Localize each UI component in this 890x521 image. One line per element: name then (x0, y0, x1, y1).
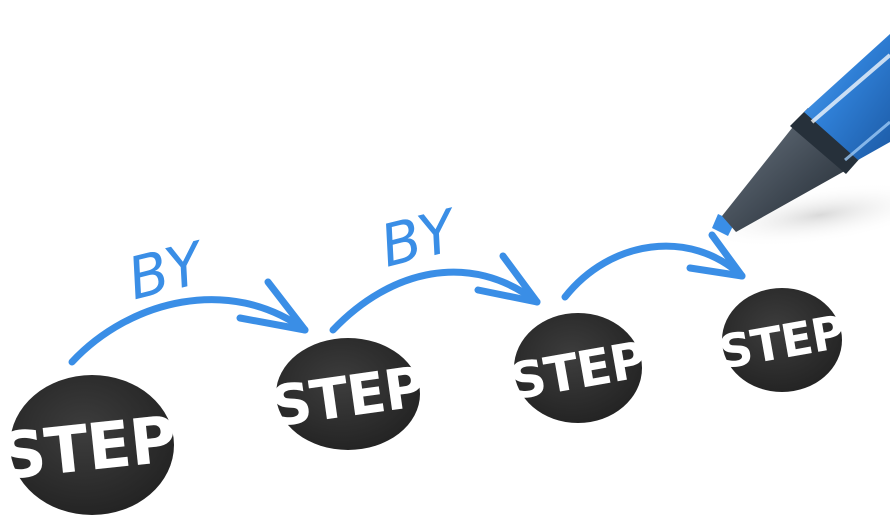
by-label-2: BY (374, 196, 467, 281)
step-disc-2: STEP (267, 338, 429, 450)
arrow-1-head (236, 278, 309, 334)
step-disc-3: STEP (505, 313, 650, 423)
arrow-3 (561, 242, 746, 301)
curved-arrow-icon (561, 231, 746, 301)
pen-body (804, 34, 890, 160)
curved-arrow-icon (329, 252, 541, 334)
arrow-3-head (686, 231, 746, 280)
step-disc-4: STEP (715, 288, 848, 392)
arrow-2-head (474, 252, 541, 306)
marker-pen-icon (712, 34, 890, 236)
step-label-1: STEP (0, 403, 179, 495)
arrow-1 (68, 296, 309, 366)
step-disc-1: STEP (0, 375, 179, 515)
arrow-2 (329, 268, 541, 334)
curved-arrow-icon (68, 278, 309, 366)
